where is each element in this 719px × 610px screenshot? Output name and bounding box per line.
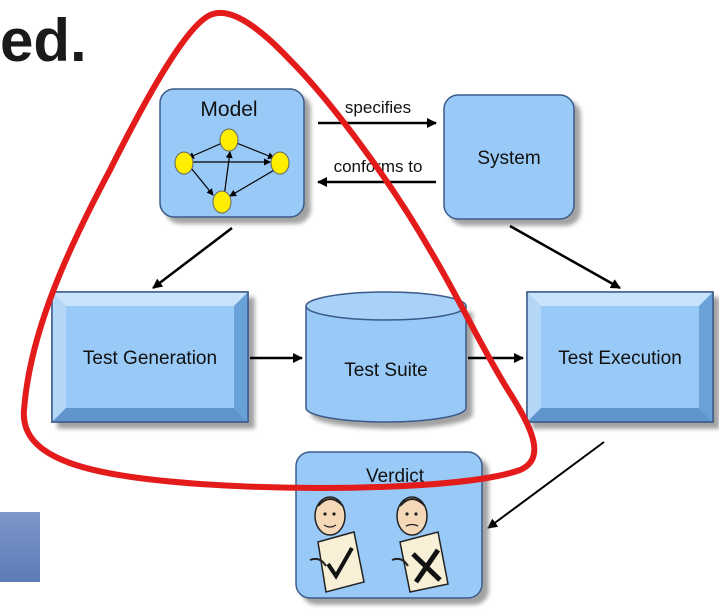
specifies-label: specifies bbox=[345, 98, 411, 117]
red-annotation-loop bbox=[20, 9, 538, 491]
system-to-execution-arrow bbox=[509, 224, 621, 290]
failed-verdict-figure-icon bbox=[391, 496, 449, 593]
model-state-graph-icon bbox=[174, 128, 290, 214]
test-execution-node: Test Execution bbox=[526, 291, 714, 423]
system-node: System bbox=[443, 94, 575, 220]
model-to-generation-arrow bbox=[152, 227, 233, 289]
verdict-node: Verdict bbox=[295, 451, 483, 599]
test-generation-label: Test Generation bbox=[83, 348, 217, 369]
model-label: Model bbox=[200, 98, 257, 121]
model-node: Model bbox=[159, 88, 305, 218]
test-suite-node: Test Suite bbox=[305, 291, 467, 423]
test-execution-label: Test Execution bbox=[558, 348, 682, 369]
verdict-label: Verdict bbox=[366, 466, 425, 487]
slide-heading-fragment: ed. bbox=[0, 7, 87, 74]
system-label: System bbox=[477, 148, 540, 169]
test-suite-label: Test Suite bbox=[344, 360, 427, 381]
test-generation-node: Test Generation bbox=[51, 291, 249, 423]
execution-to-verdict-arrow bbox=[487, 441, 605, 529]
slide-decoration-bar bbox=[0, 512, 40, 582]
passed-verdict-figure-icon bbox=[309, 496, 365, 593]
